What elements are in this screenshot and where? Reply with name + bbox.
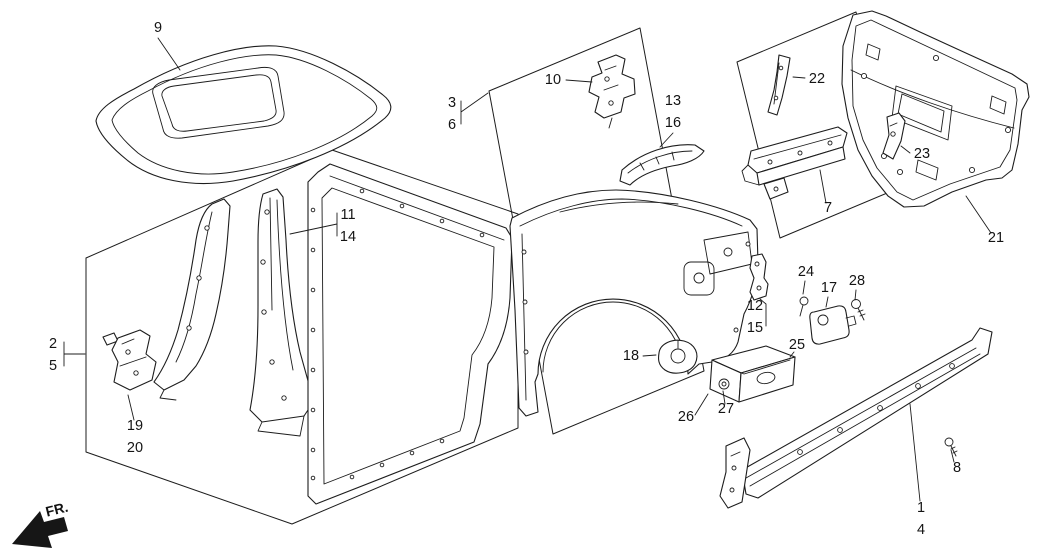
part-19-20-pillar-bracket	[102, 329, 157, 391]
callout-7[interactable]: 7	[819, 169, 832, 216]
reference-frame-side-panel	[85, 149, 519, 525]
svg-text:10: 10	[545, 72, 561, 88]
svg-text:15: 15	[747, 320, 763, 336]
fr-label: FR.	[44, 499, 70, 520]
callout-19-20[interactable]: 19 20	[127, 394, 143, 456]
part-9-roof-panel	[95, 45, 392, 184]
callout-22[interactable]: 22	[792, 71, 825, 87]
callout-10[interactable]: 10	[545, 72, 593, 88]
callout-17[interactable]: 17	[821, 280, 837, 308]
part-7-rear-crossmember	[741, 126, 848, 200]
callout-12-15[interactable]: 12 15	[747, 298, 767, 336]
fr-direction-arrow: FR.	[12, 499, 70, 548]
svg-text:26: 26	[678, 409, 694, 425]
svg-text:24: 24	[798, 264, 814, 280]
svg-text:3: 3	[448, 95, 456, 111]
part-10-bracket	[588, 54, 636, 129]
part-8-bolt	[944, 437, 958, 457]
part-24-clip	[799, 296, 809, 317]
svg-text:2: 2	[49, 336, 57, 352]
svg-text:17: 17	[821, 280, 837, 296]
callout-8[interactable]: 8	[950, 449, 961, 476]
fr-arrow-icon	[12, 511, 68, 548]
svg-text:7: 7	[824, 200, 832, 216]
svg-text:4: 4	[917, 522, 925, 538]
callout-11-14[interactable]: 11 14	[289, 207, 356, 245]
svg-text:16: 16	[665, 115, 681, 131]
svg-text:19: 19	[127, 418, 143, 434]
callout-25[interactable]: 25	[789, 337, 805, 358]
svg-text:9: 9	[154, 20, 162, 36]
front-pillar	[153, 198, 231, 401]
part-13-16-roof-gutter	[619, 144, 705, 186]
part-21-rear-panel	[841, 10, 1030, 208]
part-12-15-fuel-lid-hinge	[749, 253, 769, 301]
svg-text:22: 22	[809, 71, 825, 87]
part-28-bolt	[851, 299, 866, 321]
svg-text:21: 21	[988, 230, 1004, 246]
svg-text:27: 27	[718, 401, 734, 417]
callout-21[interactable]: 21	[965, 195, 1004, 246]
callout-18[interactable]: 18	[623, 348, 657, 364]
part-17-fuel-filler-lid	[809, 305, 857, 345]
part-23-bracket	[882, 112, 906, 160]
svg-text:5: 5	[49, 358, 57, 374]
svg-text:18: 18	[623, 348, 639, 364]
callout-27[interactable]: 27	[718, 390, 734, 417]
callout-26[interactable]: 26	[678, 393, 709, 425]
svg-text:8: 8	[953, 460, 961, 476]
callout-13-16[interactable]: 13 16	[659, 93, 681, 148]
callout-28[interactable]: 28	[849, 273, 865, 301]
svg-text:11: 11	[340, 207, 355, 223]
callout-9[interactable]: 9	[154, 20, 181, 71]
svg-text:12: 12	[747, 298, 763, 314]
callout-23[interactable]: 23	[900, 145, 930, 162]
svg-text:20: 20	[127, 440, 143, 456]
svg-text:28: 28	[849, 273, 865, 289]
part-2-5-side-panel	[307, 163, 513, 505]
callout-24[interactable]: 24	[798, 264, 814, 295]
part-11-14-center-pillar	[249, 188, 313, 437]
svg-text:14: 14	[340, 229, 356, 245]
svg-text:13: 13	[665, 93, 681, 109]
part-25-26-fuel-filler-box	[709, 345, 796, 403]
part-18-fuel-filler-ring	[657, 339, 698, 374]
svg-text:25: 25	[789, 337, 805, 353]
part-1-4-side-sill	[719, 327, 993, 509]
svg-text:23: 23	[914, 146, 930, 162]
svg-text:6: 6	[448, 117, 456, 133]
callout-2-5[interactable]: 2 5	[49, 336, 86, 374]
part-22-pillar-stiffener	[767, 54, 791, 116]
callout-3-6[interactable]: 3 6	[448, 92, 489, 133]
part-27-grommet	[718, 378, 730, 390]
svg-text:1: 1	[917, 500, 925, 516]
callout-1-4[interactable]: 1 4	[909, 403, 925, 538]
